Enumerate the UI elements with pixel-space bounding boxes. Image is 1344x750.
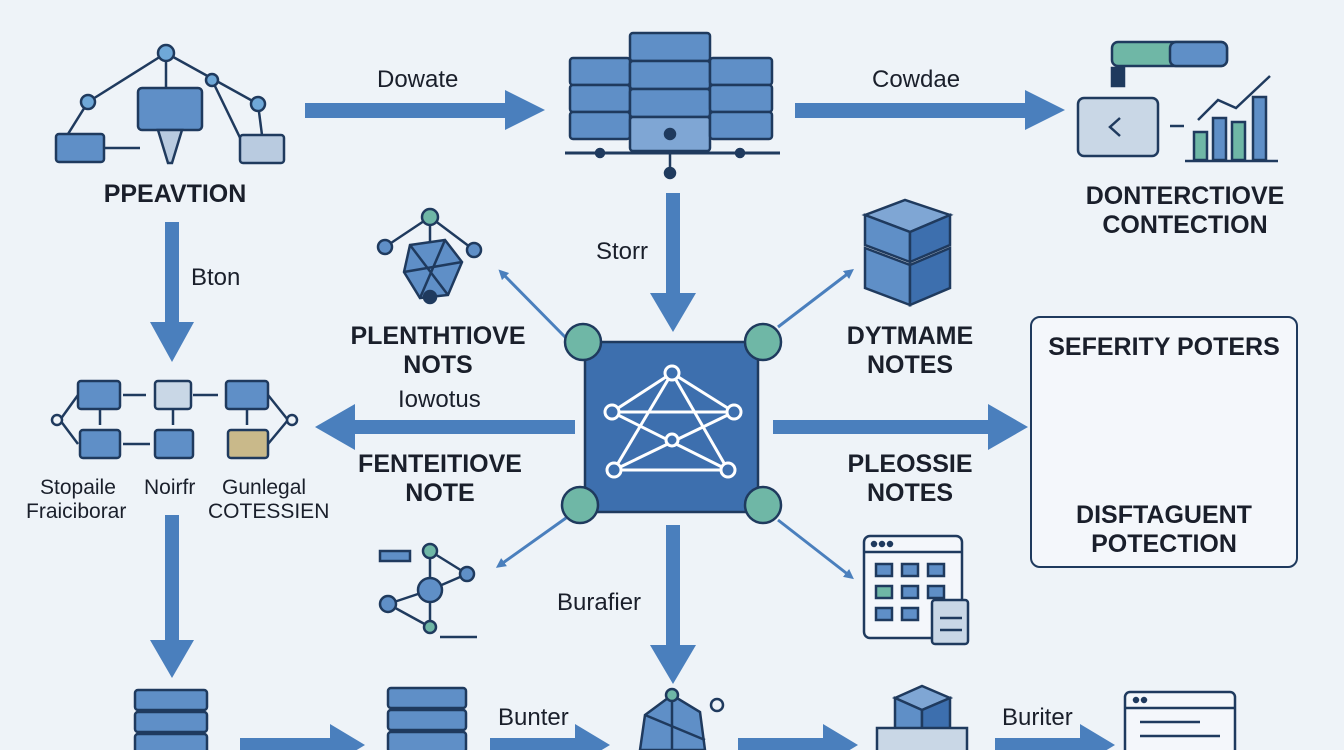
edge-arrows xyxy=(150,90,1115,750)
edge-label-bunter: Bunter xyxy=(498,704,569,731)
diagonal-arrows xyxy=(495,268,854,580)
panel-bottom-title-1: DISFTAGUENT xyxy=(1076,501,1252,529)
mid-left-top-title-2: NOTS xyxy=(403,351,473,379)
mid-right-bottom-title-2: NOTES xyxy=(866,479,954,507)
edge-label-bton: Bton xyxy=(191,264,241,291)
node-graph-icon xyxy=(378,542,477,639)
bottom-server-2 xyxy=(386,686,468,750)
bottom-cube-icon xyxy=(875,684,969,750)
top-right-title-1: DONTERCTIOVE xyxy=(1085,182,1285,210)
network-hub-icon xyxy=(560,322,783,525)
process-cluster-icon xyxy=(50,379,299,460)
edge-label-cowdae: Cowdae xyxy=(872,66,961,93)
edge-label-dowate: Dowate xyxy=(377,66,459,93)
cluster-label-2: Noirfr xyxy=(144,476,196,499)
cluster-label-3a: Gunlegal xyxy=(222,476,307,499)
edge-label-burafier: Burafier xyxy=(557,589,642,616)
cluster-label-1a: Stopaile xyxy=(40,476,116,499)
mid-left-bottom-title-1: FENTEITIOVE xyxy=(358,450,522,478)
dashboard-chart-icon xyxy=(1076,40,1278,163)
edge-label-storr: Storr xyxy=(596,238,649,265)
mid-left-bottom-title-2: NOTE xyxy=(405,479,475,507)
network-globe-icon xyxy=(376,207,483,305)
top-left-title: PPEAVTION xyxy=(103,180,247,208)
database-stack-icon xyxy=(861,198,954,307)
panel-title: SEFERITY POTERS xyxy=(1048,333,1280,361)
mid-right-top-title-1: DYTMAME xyxy=(846,322,974,350)
top-right-title-2: CONTECTION xyxy=(1102,211,1268,239)
bottom-globe-icon xyxy=(638,687,725,750)
mid-right-bottom-title-1: PLEOSSIE xyxy=(847,450,973,478)
edge-label-iowotus: Iowotus xyxy=(398,386,481,413)
panel-bottom-title-2: POTECTION xyxy=(1091,530,1237,558)
mid-right-top-title-2: NOTES xyxy=(866,351,954,379)
network-monitor-icon xyxy=(54,43,286,165)
browser-table-icon xyxy=(862,534,970,646)
cluster-label-3b: COTESSIEN xyxy=(208,500,330,523)
edge-label-buriter: Buriter xyxy=(1002,704,1073,731)
bottom-server-1 xyxy=(133,688,209,750)
mid-left-top-title-1: PLENTHTIOVE xyxy=(350,322,526,350)
server-rack-icon xyxy=(565,31,780,180)
cluster-label-1b: Fraiciborar xyxy=(26,500,127,523)
security-panel xyxy=(1030,316,1298,568)
bottom-browser-icon xyxy=(1123,690,1237,750)
